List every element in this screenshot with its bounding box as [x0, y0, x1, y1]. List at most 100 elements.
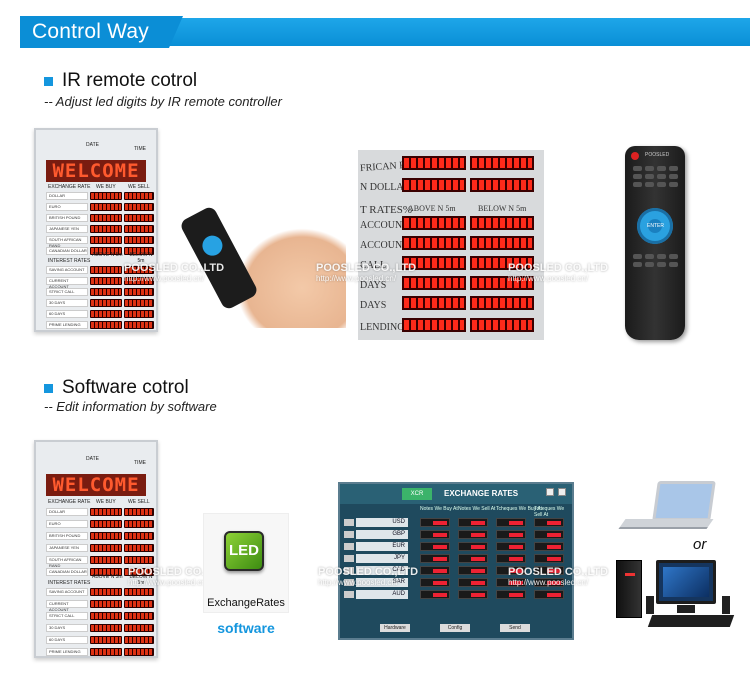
- flag-icon: [344, 531, 354, 538]
- section-title-ir: IR remote cotrol: [62, 70, 198, 91]
- rate-cell[interactable]: [496, 530, 526, 539]
- software-icon-label[interactable]: ExchangeRates: [207, 597, 285, 609]
- rate-cell[interactable]: [496, 518, 526, 527]
- rate-row: GBP: [344, 530, 568, 540]
- rate-cell[interactable]: [496, 554, 526, 563]
- rate-cell[interactable]: [496, 566, 526, 575]
- board-interest-above: ABOVE N 5m: [92, 252, 123, 258]
- hardware-button[interactable]: Hardware: [380, 624, 410, 632]
- closeup-label: DAYS: [360, 300, 387, 311]
- section-subtitle-software: -- Edit information by software: [44, 399, 217, 414]
- led-digits: [90, 588, 122, 596]
- led-digits: [90, 648, 122, 656]
- led-digits: [470, 236, 534, 250]
- rate-cell[interactable]: [458, 578, 488, 587]
- interest-label: 60 DAYS: [46, 310, 88, 318]
- minimize-button[interactable]: [546, 488, 554, 496]
- led-digits: [470, 276, 534, 290]
- interest-label: SAVING ACCOUNT: [46, 588, 88, 596]
- rate-cell[interactable]: [458, 530, 488, 539]
- led-digits: [90, 192, 122, 200]
- led-digits: [402, 216, 466, 230]
- board-row: CANADIAN DOLLAR: [46, 247, 154, 255]
- rate-cell[interactable]: [496, 578, 526, 587]
- closeup-below: BELOW N 5m: [478, 204, 527, 213]
- rate-cell[interactable]: [458, 542, 488, 551]
- led-digits: [124, 648, 154, 656]
- board-interest-title: INTEREST RATES: [48, 580, 91, 586]
- led-digits: [470, 178, 534, 192]
- watermark-url: http://www.poosled.cn/: [316, 274, 397, 283]
- rate-cell[interactable]: [420, 578, 450, 587]
- rate-cell[interactable]: [420, 590, 450, 599]
- rate-cell[interactable]: [458, 566, 488, 575]
- rate-cell[interactable]: [420, 542, 450, 551]
- led-digits: [124, 612, 154, 620]
- currency-label: SOUTH AFRICAN RAND: [46, 556, 88, 568]
- led-digits: [90, 299, 122, 307]
- led-digits: [124, 544, 154, 552]
- currency-code: USD: [356, 518, 408, 527]
- rate-cell[interactable]: [420, 518, 450, 527]
- rate-cell[interactable]: [458, 590, 488, 599]
- rate-row: JPY: [344, 554, 568, 564]
- board-welcome-display: WELCOME: [46, 160, 146, 182]
- led-board-photo: DATE TIME WELCOME EXCHANGE RATE WE BUY W…: [34, 128, 158, 332]
- rate-cell[interactable]: [534, 518, 564, 527]
- led-digits: [124, 266, 154, 274]
- remote-keypad: [633, 166, 678, 187]
- interest-label: PRIME LENDING: [46, 648, 88, 656]
- rate-row: USD: [344, 518, 568, 528]
- rate-cell[interactable]: [496, 542, 526, 551]
- rate-cell[interactable]: [534, 566, 564, 575]
- rate-cell[interactable]: [458, 518, 488, 527]
- board-we-buy: WE BUY: [96, 499, 116, 505]
- rate-row: EUR: [344, 542, 568, 552]
- led-digits: [90, 277, 122, 285]
- currency-label: BRITISH POUND: [46, 532, 88, 540]
- column-header: Notes We Buy At: [420, 506, 458, 512]
- or-label: or: [693, 536, 707, 553]
- send-button[interactable]: Send: [500, 624, 530, 632]
- close-button[interactable]: [558, 488, 566, 496]
- led-digits: [90, 266, 122, 274]
- rate-cell[interactable]: [420, 566, 450, 575]
- led-digits: [470, 318, 534, 332]
- rate-cell[interactable]: [534, 530, 564, 539]
- led-digits: [124, 214, 154, 222]
- led-digits: [90, 225, 122, 233]
- led-digits: [124, 532, 154, 540]
- rate-cell[interactable]: [420, 554, 450, 563]
- config-button[interactable]: Config: [440, 624, 470, 632]
- board-date-label: DATE: [86, 142, 99, 148]
- rate-cell[interactable]: [534, 554, 564, 563]
- rate-cell[interactable]: [496, 590, 526, 599]
- flag-icon: [344, 567, 354, 574]
- board-exchange-rate: EXCHANGE RATE: [48, 184, 91, 190]
- led-digits: [90, 600, 122, 608]
- rate-cell[interactable]: [534, 542, 564, 551]
- board-row: SOUTH AFRICAN RAND: [46, 236, 154, 248]
- currency-label: DOLLAR: [46, 508, 88, 516]
- board-row: SAVING ACCOUNT: [46, 266, 154, 274]
- rate-cell[interactable]: [534, 590, 564, 599]
- dpad-icon: [637, 208, 673, 244]
- led-digits: [90, 236, 122, 244]
- led-digits: [124, 236, 154, 244]
- currency-label: EURO: [46, 203, 88, 211]
- interest-label: CURRENT ACCOUNT: [46, 277, 88, 289]
- rate-cell[interactable]: [458, 554, 488, 563]
- rate-row: AUD: [344, 590, 568, 600]
- closeup-label: CALL: [360, 260, 387, 271]
- led-digits: [402, 236, 466, 250]
- software-caption: software: [217, 620, 275, 636]
- led-digits: [402, 318, 466, 332]
- rate-cell[interactable]: [420, 530, 450, 539]
- board-interest-below: BELOW N 5m: [129, 252, 153, 264]
- rate-cell[interactable]: [534, 578, 564, 587]
- currency-code: SAR: [356, 578, 408, 587]
- led-app-icon[interactable]: LED: [224, 531, 264, 571]
